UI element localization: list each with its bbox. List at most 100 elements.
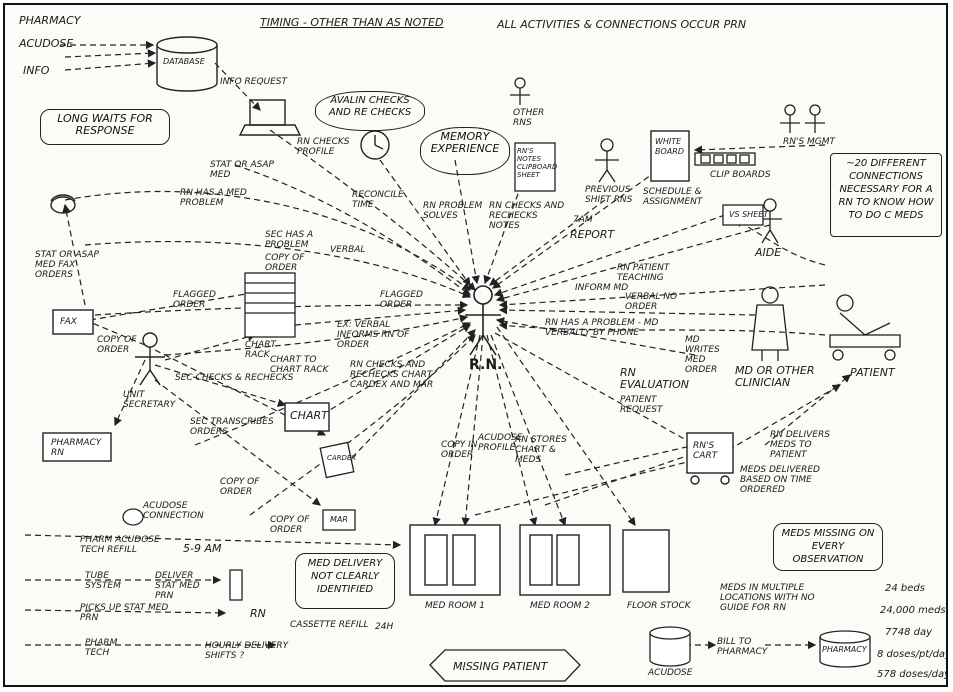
bottom-rn-label: RN [250, 608, 266, 620]
rn-patient-teaching-label: RN PATIENT TEACHING [617, 263, 697, 283]
patient-bed [830, 295, 900, 360]
rn-label: R.N. [469, 357, 502, 373]
md-writes-label: MD WRITES MED ORDER [685, 335, 735, 375]
tube-system-label: TUBE SYSTEM [85, 571, 130, 591]
stat-asap-label: STAT OR ASAP MED [210, 160, 295, 180]
meds-multiple-label: MEDS IN MULTIPLE LOCATIONS WITH NO GUIDE… [720, 583, 835, 613]
clock-icon [361, 131, 389, 159]
previous-shift-label: PREVIOUS SHIFT RNS [585, 185, 635, 205]
reconcile-time-label: RECONCILE TIME [352, 190, 407, 210]
md-other-label: MD OR OTHER CLINICIAN [735, 365, 825, 389]
acudose-bottom-label: ACUDOSE [648, 668, 692, 678]
clip-boards-label: CLIP BOARDS [710, 170, 771, 180]
copy-of-order-3-label: COPY OF ORDER [270, 515, 315, 535]
chart-label: CHART [290, 410, 328, 422]
patient-request-label: PATIENT REQUEST [620, 395, 680, 415]
flagged-order-label: FLAGGED ORDER [173, 290, 223, 310]
schedule-label: SCHEDULE & ASSIGNMENT [643, 187, 723, 207]
header-subtitle: ALL ACTIVITIES & CONNECTIONS OCCUR PRN [497, 19, 746, 31]
med-delivery-box: MED DELIVERY NOT CLEARLY IDENTIFIED [295, 553, 395, 609]
cardex-label: CARDEX [327, 453, 356, 463]
stat-fax-label: STAT OR ASAP MED FAX ORDERS [35, 250, 115, 280]
other-rns-figure [510, 78, 530, 105]
rns-cart-label: RN'S CART [693, 441, 733, 461]
ex-verbal-label: EX: VERBAL INFORMS RN OF ORDER [337, 320, 417, 350]
info-label: INFO [23, 65, 49, 77]
rn-stores-label: RN STORES CHART & MEDS [515, 435, 575, 465]
stat-day: 7748 day [885, 627, 932, 639]
stat-meds: 24,000 meds [880, 605, 946, 617]
report-label: REPORT [570, 229, 614, 241]
med-room-rects [410, 525, 669, 595]
white-board-label: WHITE BOARD [655, 137, 687, 157]
patient-label: PATIENT [850, 367, 895, 379]
rns-mgmt-label: RN'S MGMT [783, 137, 843, 147]
med-room-2-label: MED ROOM 2 [530, 601, 590, 611]
report-time-label: 7AM [573, 215, 593, 225]
rn-checks-profile-label: RN CHECKS PROFILE [297, 137, 357, 157]
md-figure [752, 287, 788, 361]
cassette-time-label: 24H [375, 622, 393, 632]
clipboards-icon [695, 153, 755, 165]
meds-missing-box: MEDS MISSING ON EVERY OBSERVATION [773, 523, 883, 571]
copy-in-order-label: COPY IN ORDER [441, 440, 481, 460]
avalin-checks-cloud: AVALIN CHECKS AND RE CHECKS [315, 91, 425, 131]
copy-orders-label: COPY OF ORDER [265, 253, 315, 273]
med-room-1-label: MED ROOM 1 [425, 601, 485, 611]
meds-delivered-label: MEDS DELIVERED BASED ON TIME ORDERED [740, 465, 850, 495]
inform-md-label: INFORM MD [575, 283, 628, 293]
sec-problem-label: SEC HAS A PROBLEM [265, 230, 325, 250]
pharmacy-label: PHARMACY [19, 15, 81, 27]
pharmacy-bottom-label: PHARMACY [822, 645, 867, 655]
rn-problem-solves-label: RN PROBLEM SOLVES [423, 201, 493, 221]
tube-rect [230, 570, 242, 600]
rn-checks-notes-label: RN CHECKS AND RECHECKS NOTES [489, 201, 569, 231]
rn-problem-md-label: RN HAS A PROBLEM - MD VERBALLY BY PHONE [545, 318, 675, 338]
rn-evaluation-label: RN EVALUATION [620, 367, 690, 391]
verbal-label: VERBAL [330, 245, 365, 255]
verbal-no-order-label: VERBAL NO ORDER [625, 292, 680, 312]
floor-stock-label: FLOOR STOCK [627, 601, 691, 611]
copy-order-2-label: COPY OF ORDER [220, 477, 265, 497]
pharmacy-rn-label: PHARMACY RN [51, 438, 106, 458]
rn-notes-label: RN'S NOTES CLIPBOARD SHEET [517, 147, 557, 179]
other-rns-label: OTHER RNS [513, 108, 553, 128]
unit-secretary-label: UNIT SECRETARY [123, 390, 183, 410]
bill-to-label: BILL TO PHARMACY [717, 637, 777, 657]
mgmt-figures [780, 105, 825, 133]
acudose-connection-blob [123, 509, 143, 525]
mar-label: MAR [330, 515, 348, 525]
diagram-frame: PHARMACY ACUDOSE INFO DATABASE INFO REQU… [3, 3, 948, 687]
rn-med-problem-label: RN HAS A MED PROBLEM [180, 188, 260, 208]
rn-checks-chart-label: RN CHECKS AND RECHECKS CHART CARDEX AND … [350, 360, 440, 390]
flagged-order-2-label: FLAGGED ORDER [380, 290, 430, 310]
info-request-label: INFO REQUEST [220, 77, 287, 87]
rn-delivers-label: RN DELIVERS MEDS TO PATIENT [770, 430, 850, 460]
vs-sheet-label: VS SHEET [729, 210, 768, 220]
fax-label: FAX [60, 316, 77, 328]
chart-to-rack-label: CHART TO CHART RACK [270, 355, 330, 375]
copy-of-order-label: COPY OF ORDER [97, 335, 142, 355]
acudose-label: ACUDOSE [19, 38, 73, 50]
laptop-icon [240, 100, 300, 135]
deliver-stat-label: DELIVER STAT MED PRN [155, 571, 215, 601]
cassette-label: CASSETTE REFILL [290, 620, 369, 630]
rn-figure [465, 286, 501, 355]
pharm-acudose-label: PHARM ACUDOSE TECH REFILL [80, 535, 180, 555]
missing-patient-label: MISSING PATIENT [453, 661, 547, 673]
aide-label: AIDE [755, 247, 781, 259]
twenty-connections-box: ~20 DIFFERENT CONNECTIONS NECESSARY FOR … [830, 153, 942, 237]
database-label: DATABASE [163, 57, 205, 67]
previous-shift-figure [595, 139, 619, 182]
hourly-label: HOURLY DELIVERY SHIFTS ? [205, 641, 305, 661]
header-title: TIMING - OTHER THAN AS NOTED [260, 17, 443, 29]
sec-transcribes-label: SEC TRANSCRIBES ORDERS [190, 417, 280, 437]
phone-icon [51, 195, 75, 213]
stat-doses-day: 578 doses/day [877, 669, 948, 681]
memory-experience-cloud: MEMORY EXPERIENCE [420, 127, 510, 175]
pharm-tech-label: PHARM TECH [85, 638, 135, 658]
stat-doses-pt: 8 doses/pt/day [877, 649, 948, 661]
refill-time-label: 5-9 AM [183, 543, 221, 555]
acudose-connection-label: ACUDOSE CONNECTION [143, 501, 223, 521]
long-waits-box: LONG WAITS FOR RESPONSE [40, 109, 170, 145]
